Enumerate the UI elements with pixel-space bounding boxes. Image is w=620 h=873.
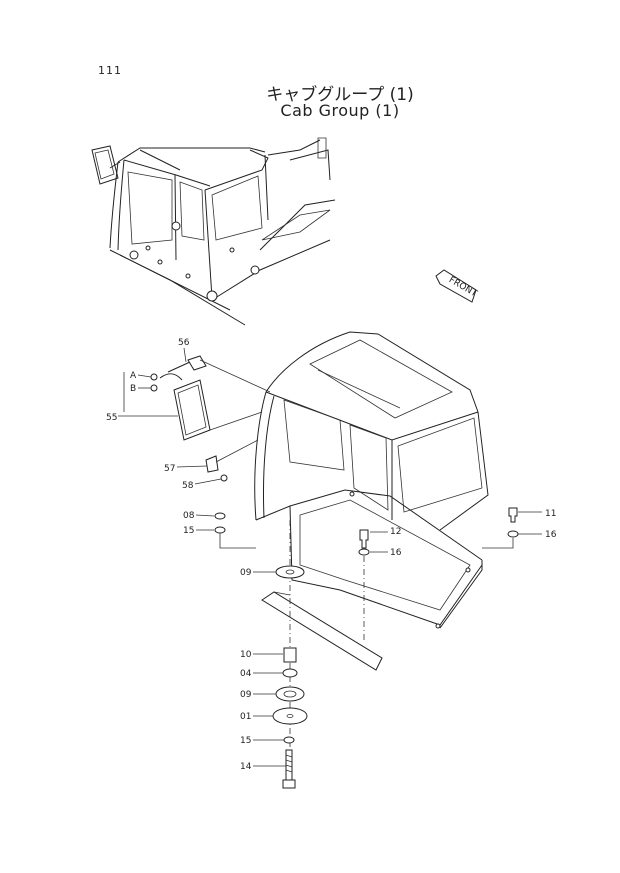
part-10 xyxy=(283,647,297,663)
page-number: 111 xyxy=(98,64,122,77)
callout-14: 14 xyxy=(240,762,252,772)
mount-stack xyxy=(214,512,308,789)
callout-16-center: 16 xyxy=(390,548,402,558)
upper-cab-view xyxy=(91,137,336,326)
part-11-bolt xyxy=(508,507,518,523)
part-08 xyxy=(214,512,226,520)
callout-56: 56 xyxy=(178,338,190,348)
callout-15-upper: 15 xyxy=(183,526,194,536)
callout-10: 10 xyxy=(240,650,252,660)
callout-01: 01 xyxy=(240,712,251,722)
callout-11: 11 xyxy=(545,509,556,519)
part-09-lower xyxy=(275,686,305,702)
upper-mirror xyxy=(91,145,119,185)
part-12-bolt xyxy=(359,529,369,549)
part-15-lower xyxy=(283,736,295,744)
mirror-assembly xyxy=(150,355,271,482)
callout-09-lower: 09 xyxy=(240,690,252,700)
callout-04: 04 xyxy=(240,669,252,679)
callout-08: 08 xyxy=(183,511,195,521)
part-16-right xyxy=(507,530,519,538)
callout-B: B xyxy=(130,384,136,394)
part-09-upper xyxy=(275,565,305,579)
callout-15-lower: 15 xyxy=(240,736,251,746)
callout-58: 58 xyxy=(182,481,194,491)
part-01 xyxy=(272,707,308,725)
callout-16-right: 16 xyxy=(545,530,557,540)
callout-57: 57 xyxy=(164,464,175,474)
callout-09-upper: 09 xyxy=(240,568,252,578)
mirror-55 xyxy=(173,379,211,441)
callout-A: A xyxy=(130,371,137,381)
title-japanese: キャブグループ (1) xyxy=(266,85,414,105)
front-label: FRONT xyxy=(447,275,479,299)
callouts: 56 A B 55 57 58 08 15 09 12 16 11 16 10 … xyxy=(106,338,557,772)
title-english: Cab Group (1) xyxy=(280,101,400,120)
main-cab-view xyxy=(254,331,489,671)
callout-55: 55 xyxy=(106,413,117,423)
right-fasteners xyxy=(358,507,519,640)
part-16-center xyxy=(358,548,370,556)
callout-12: 12 xyxy=(390,527,401,537)
part-15-upper xyxy=(214,526,226,534)
part-04 xyxy=(282,668,298,678)
front-direction-marker: FRONT xyxy=(435,269,479,303)
